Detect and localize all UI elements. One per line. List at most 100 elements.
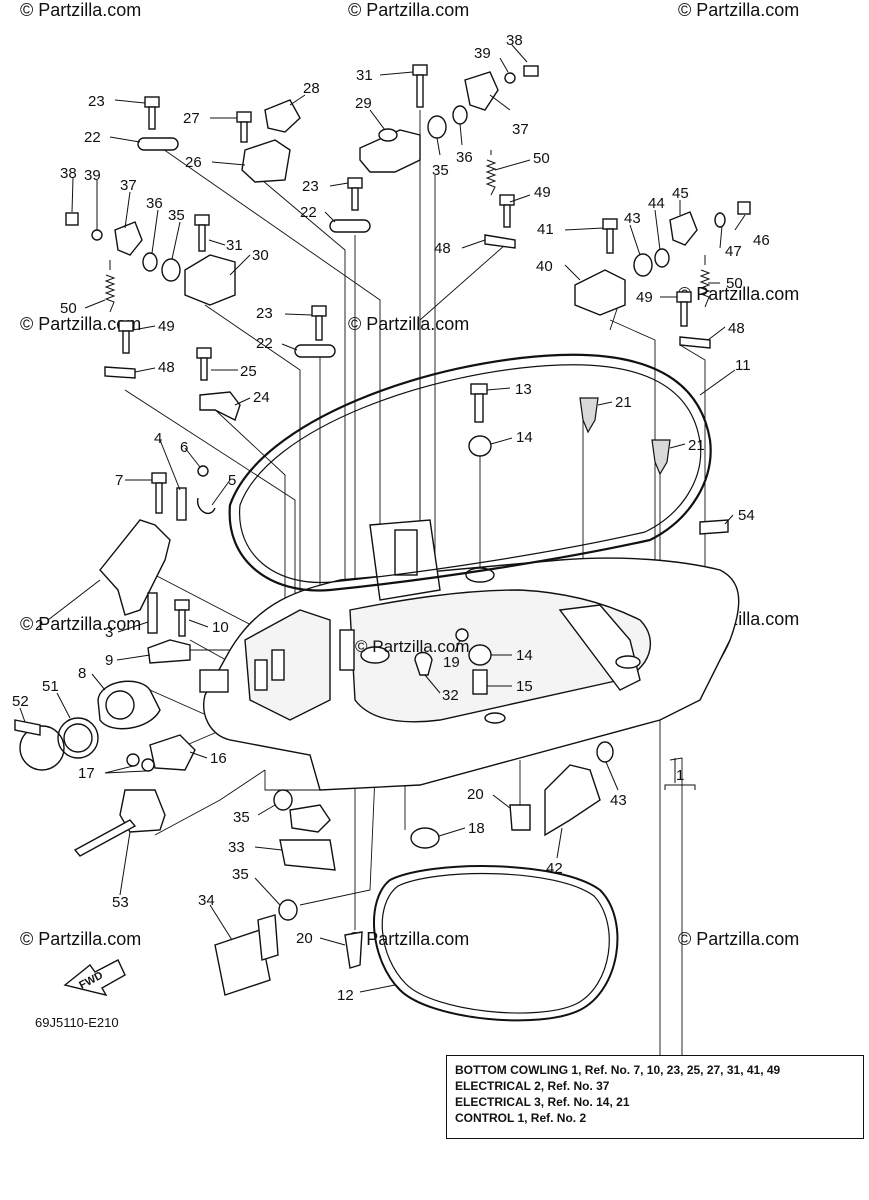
callout-50: 50 [60,300,77,317]
bolt-10 [174,599,190,637]
grommet-36-top [452,105,468,125]
lever-42 [544,764,601,837]
washer-47 [714,212,726,228]
callout-30: 30 [252,247,269,264]
callout-50: 50 [533,150,550,167]
callout-24: 24 [253,389,270,406]
cover-34 [214,929,271,996]
callout-51: 51 [42,678,59,695]
callout-21: 21 [615,394,632,411]
bolt-13 [470,383,488,423]
callout-11: 11 [735,357,751,374]
callout-49: 49 [534,184,551,201]
callout-35: 35 [232,866,249,883]
band-52-tail [14,719,41,736]
lever-45 [669,211,698,246]
guide-33-top [289,804,331,833]
plate-48-top [484,234,516,249]
callout-36: 36 [146,195,163,212]
callout-49: 49 [636,289,653,306]
callout-8: 8 [78,665,86,682]
watermark: © Partzilla.com [678,0,799,20]
pin-4 [176,487,187,521]
diagram-code: 69J5110-E210 [35,1015,119,1030]
bolt-31-top [412,64,428,108]
callout-39: 39 [84,167,101,184]
callout-3: 3 [105,624,113,641]
callout-1: 1 [676,767,684,784]
callout-35: 35 [233,809,250,826]
bracket-26 [241,139,291,183]
holder-29 [359,129,421,173]
callout-48: 48 [434,240,451,257]
collar-35-top [427,115,447,139]
clip-17-b [141,758,155,772]
clip-28 [264,99,301,133]
cowling-seal [228,353,712,592]
grommet-8-center [105,690,135,720]
plate-9 [147,639,191,664]
callout-20: 20 [296,930,313,947]
collar-35-bottom [278,899,298,921]
grommet-44 [654,248,670,268]
callout-29: 29 [355,95,372,112]
watermark: © Partzilla.com [678,929,799,949]
callout-48: 48 [158,359,175,376]
callout-23: 23 [88,93,105,110]
bolt-38-left [65,212,79,226]
collar-43 [633,253,653,277]
callout-25: 25 [240,363,257,380]
center-watermark: © Partzilla.com [355,637,470,656]
holder-30 [184,254,236,306]
callout-34: 34 [198,892,215,909]
callout-52: 52 [12,693,29,710]
guide-lines [124,110,706,1058]
callout-54: 54 [738,507,755,524]
band-52 [19,725,65,771]
clip-20-right [509,804,531,831]
callout-35: 35 [168,207,185,224]
small-parts: FWD © Partzilla.com [14,64,751,997]
guide-33 [279,839,336,871]
callouts: 38 39 31 28 23 27 29 37 22 26 36 35 50 2… [12,32,770,1004]
callout-18: 18 [468,820,485,837]
plate-22-mid [329,219,371,233]
bolt-41 [602,218,618,254]
bolt-27 [236,111,252,143]
fwd-arrow: FWD [63,959,126,997]
callout-33: 33 [228,839,245,856]
grommet-36-left [142,252,158,272]
clamp-21-right [651,439,671,476]
callout-45: 45 [672,185,689,202]
lever-24 [199,391,241,421]
watermark: © Partzilla.com [348,314,469,334]
plug-32 [414,651,433,676]
callout-13: 13 [515,381,532,398]
callout-4: 4 [154,430,162,447]
lower-seal [373,865,619,1022]
screw-19 [455,628,469,642]
callout-2: 2 [35,617,43,634]
callout-16: 16 [210,750,227,767]
collar-15 [472,669,488,695]
clip-20-lower [344,931,363,969]
clip-17-a [126,753,140,767]
callout-31: 31 [226,237,243,254]
callout-48: 48 [728,320,745,337]
bolt-49-left [118,320,134,354]
callout-10: 10 [212,619,229,636]
watermark: © Partzilla.com [20,614,141,634]
grommet-14-top [468,435,492,457]
callout-20: 20 [467,786,484,803]
callout-38: 38 [506,32,523,49]
lever-2 [99,519,171,616]
lever-37-left [114,221,143,256]
grommet-18 [410,827,440,849]
bolt-23-mid [347,177,363,211]
spring-50-right [699,255,711,308]
grommet-16 [149,734,196,771]
collar-35-left [161,258,181,282]
callout-37: 37 [120,177,137,194]
callout-12: 12 [337,987,354,1004]
